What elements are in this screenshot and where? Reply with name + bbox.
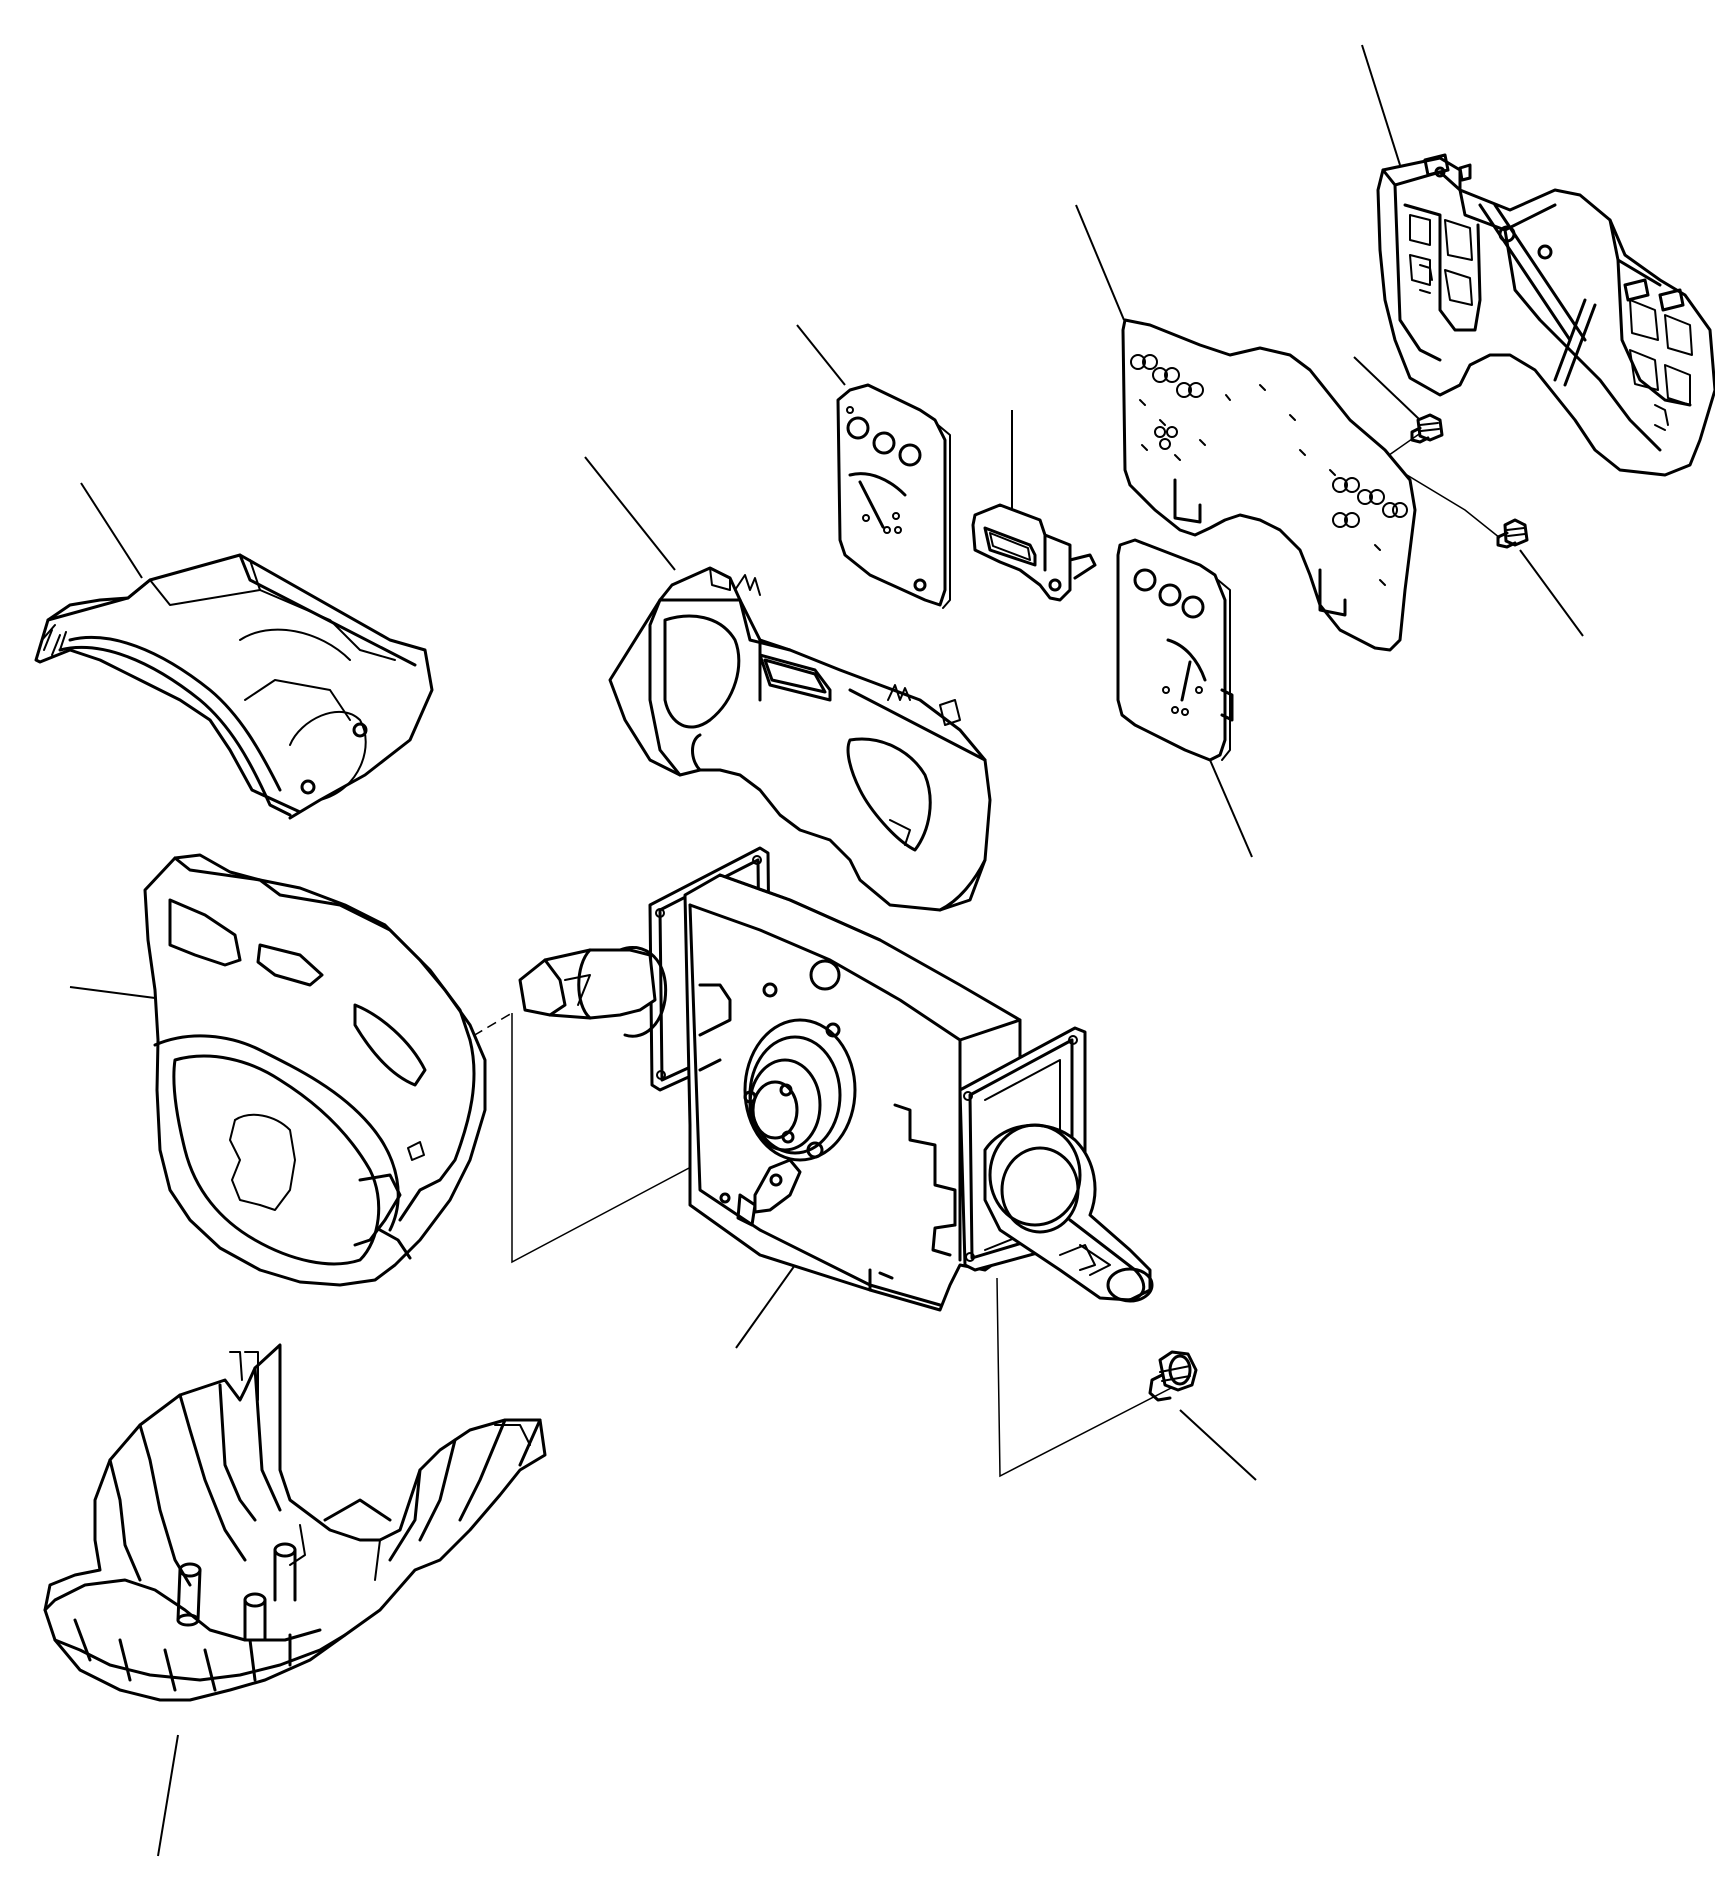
gauge-hole-icon [846,416,870,440]
leader-line-switch [735,1257,801,1349]
assembly-line-bezel-switch [511,1013,756,1264]
assembly-lines [321,431,1501,1478]
pcb-connector-slot-bottom [1318,568,1347,617]
screw-lower [1496,518,1529,549]
leader-line-mounting-screw [1179,1409,1257,1481]
front-bezel [143,853,487,1287]
gauge-scale-arc [1166,638,1207,682]
pcb-contact-group-bottom [1332,477,1408,528]
gauge-hole-icon [898,443,922,467]
gauge-hole-icon [1133,568,1157,592]
gauge-hole-icon [1181,595,1205,619]
meter-housing-frame [608,566,992,912]
printed-circuit-board [1121,318,1417,652]
leader-line-gauge-right [1209,759,1253,858]
cover-boss-icon [243,1592,267,1642]
lamp-mount-hole-icon [1048,578,1062,592]
cover-screw-hole-icon [352,722,368,738]
cover-boss-icon [176,1562,202,1627]
switch-knob-hole-icon [809,959,841,991]
warning-lamp-module [971,503,1097,602]
switch-center-boss [743,1018,857,1162]
assembly-line-mounting [996,1277,1176,1478]
case-boss-icon [1498,225,1516,243]
combination-switch [518,846,1154,1312]
gauge-hole-icon [872,431,896,455]
gauge-plate-left [836,383,951,609]
cover-boss-icon [273,1542,297,1602]
gauge-scale-arc [848,472,907,497]
gauge-hole-icon [1158,583,1182,607]
leader-line-screw-upper [1353,356,1421,421]
screw-upper [1410,413,1444,444]
leader-line-upper-cover [80,482,143,579]
case-boss-icon [1537,244,1553,260]
gauge-mount-hole-icon [913,578,927,592]
pcb-contact-group-top [1130,354,1204,398]
leader-line-gauge-left [796,324,846,386]
lower-column-cover [43,1343,547,1702]
assembly-line-screws [1380,431,1501,539]
leader-line-rear-case [1361,44,1401,166]
rear-case [1376,153,1715,477]
leader-line-screw-lower [1519,549,1584,637]
leader-line-meter-housing [584,456,676,571]
leader-line-front-bezel [69,986,156,999]
leader-line-pcb [1075,204,1125,321]
pcb-connector-slot-top [1173,478,1202,524]
mounting-screw [1148,1350,1198,1402]
gauge-needle-icon [1180,660,1192,702]
leader-lines [69,44,1584,1857]
gauge-needle-icon [858,480,885,529]
gauge-plate-right [1116,538,1234,762]
upper-column-cover [34,553,434,820]
cover-screw-hole-icon [300,779,316,795]
leader-line-lower-cover [157,1734,179,1857]
